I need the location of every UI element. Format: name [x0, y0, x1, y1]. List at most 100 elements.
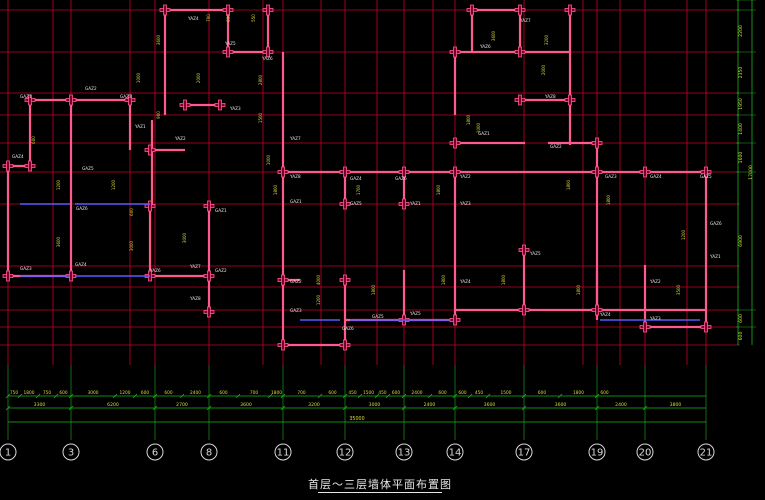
wall-tag-label: GAZ3: [605, 174, 617, 179]
dimension-tick: [68, 393, 74, 399]
axis-bubble-label: 14: [449, 448, 462, 459]
wall-tag-label: GAZ2: [550, 144, 562, 149]
inner-dimension-label: 600: [129, 208, 134, 216]
wall-column-stub: [226, 4, 230, 16]
wall-column-stub: [281, 339, 285, 351]
dimension-tick: [280, 405, 286, 411]
axis-bubble: [636, 443, 654, 461]
axis-bubble: [146, 443, 164, 461]
axis-bubble-label: 20: [639, 448, 652, 459]
right-dimension-label: 6900: [738, 235, 744, 247]
dimension-tick: [385, 393, 391, 399]
dimension-row2-label: 6200: [107, 402, 119, 408]
inner-dimension-label: 1800: [566, 179, 571, 190]
dimension-row2-label: 3600: [555, 402, 567, 408]
axis-bubble: [200, 443, 218, 461]
wall-tag-label: YAZ1: [409, 201, 421, 206]
wall-tag-label: YAZ1: [134, 124, 146, 129]
wall-tag-label: GAZ6: [342, 326, 354, 331]
axis-bubble-label: 1: [5, 448, 11, 459]
right-dimension-label: 17000: [748, 165, 754, 180]
dimension-tick: [152, 393, 158, 399]
dimension-row1-label: 2400: [412, 390, 423, 396]
wall-tag-label: YAZ5: [409, 311, 421, 316]
wall-tag-label: GAZ4: [650, 174, 662, 179]
wall-column-stub: [402, 166, 406, 178]
wall-column-stub: [518, 46, 522, 58]
dimension-tick: [152, 405, 158, 411]
right-dimension-label: 2350: [738, 67, 744, 79]
inner-dimension-label: 1200: [681, 229, 686, 240]
wall-tag-label: YAZ8: [544, 94, 556, 99]
axis-bubble-label: 19: [591, 448, 604, 459]
dimension-row1-label: 3000: [88, 390, 99, 396]
dimension-row1-label: 600: [328, 390, 336, 396]
dimension-row2-label: 3800: [670, 402, 682, 408]
dimension-tick: [342, 405, 348, 411]
dimension-tick: [557, 393, 563, 399]
dimension-row1-label: 600: [392, 390, 400, 396]
wall-column-stub: [226, 46, 230, 58]
wall-tag-label: YAZ3: [229, 106, 241, 111]
wall-tag-label: GAZ5: [372, 314, 384, 319]
wall-column-stub: [6, 270, 10, 282]
right-dimension-label: 2200: [738, 25, 744, 37]
wall-column-stub: [453, 314, 457, 326]
wall-column-stub: [266, 46, 270, 58]
wall-column-stub: [704, 166, 708, 178]
dimension-tick: [642, 405, 648, 411]
wall-tag-label: GAZ4: [12, 154, 24, 159]
wall-column-stub: [281, 166, 285, 178]
axis-bubble: [274, 443, 292, 461]
wall-column-stub: [595, 166, 599, 178]
dimension-tick: [5, 405, 11, 411]
dimension-row1-label: 1800: [271, 390, 282, 396]
inner-dimension-label: 3000: [182, 232, 187, 243]
dimension-row1-label: 1800: [24, 390, 35, 396]
wall-column-stub: [522, 304, 526, 316]
wall-tag-label: GAZ5: [700, 174, 712, 179]
wall-tag-label: GAZ3: [20, 266, 32, 271]
dimension-row2-label: 3600: [240, 402, 252, 408]
axis-bubble-label: 17: [518, 448, 531, 459]
inner-dimension-label: 1800: [501, 274, 506, 285]
dimension-tick: [357, 393, 363, 399]
wall-tag-label: GAZ6: [710, 221, 722, 226]
wall-tag-label: YAZ3: [649, 316, 661, 321]
inner-dimension-label: 550: [251, 14, 256, 22]
wall-tag-label: GAZ4: [75, 262, 87, 267]
wall-column-stub: [704, 321, 708, 333]
dimension-row1-label: 750: [10, 390, 18, 396]
wall-column-stub: [343, 198, 347, 210]
inner-dimension-label: 1200: [56, 179, 61, 190]
wall-tag-label: YAZ7: [189, 264, 201, 269]
dimension-tick: [594, 393, 600, 399]
inner-dimension-label: 1800: [576, 284, 581, 295]
dimension-tick: [235, 393, 241, 399]
axis-bubble-label: 3: [68, 448, 74, 459]
dimension-tick: [206, 393, 212, 399]
inner-dimension-label: 1500: [258, 112, 263, 123]
inner-dimension-label: 900: [156, 111, 161, 119]
dimension-tick: [342, 393, 348, 399]
dimension-row1-label: 600: [538, 390, 546, 396]
inner-dimension-label: 3600: [56, 236, 61, 247]
dimension-tick: [280, 393, 286, 399]
inner-dimension-label: 1000: [476, 122, 481, 133]
wall-tag-label: YAZ2: [649, 279, 661, 284]
inner-dimension-label: 600: [226, 14, 231, 22]
wall-column-stub: [218, 99, 222, 111]
right-dimension-label: 1600: [738, 152, 744, 164]
right-dimension-label: 600: [738, 314, 744, 323]
inner-dimension-label: 2800: [258, 74, 263, 85]
dimension-total-label: 35000: [349, 416, 364, 422]
wall-column-stub: [28, 160, 32, 172]
axis-bubble-label: 8: [206, 448, 212, 459]
wall-tag-label: GAZ1: [290, 199, 302, 204]
dimension-tick: [467, 393, 473, 399]
wall-tag-label: YAZ6: [149, 268, 161, 273]
axis-bubble: [446, 443, 464, 461]
axis-bubble-label: 13: [398, 448, 411, 459]
